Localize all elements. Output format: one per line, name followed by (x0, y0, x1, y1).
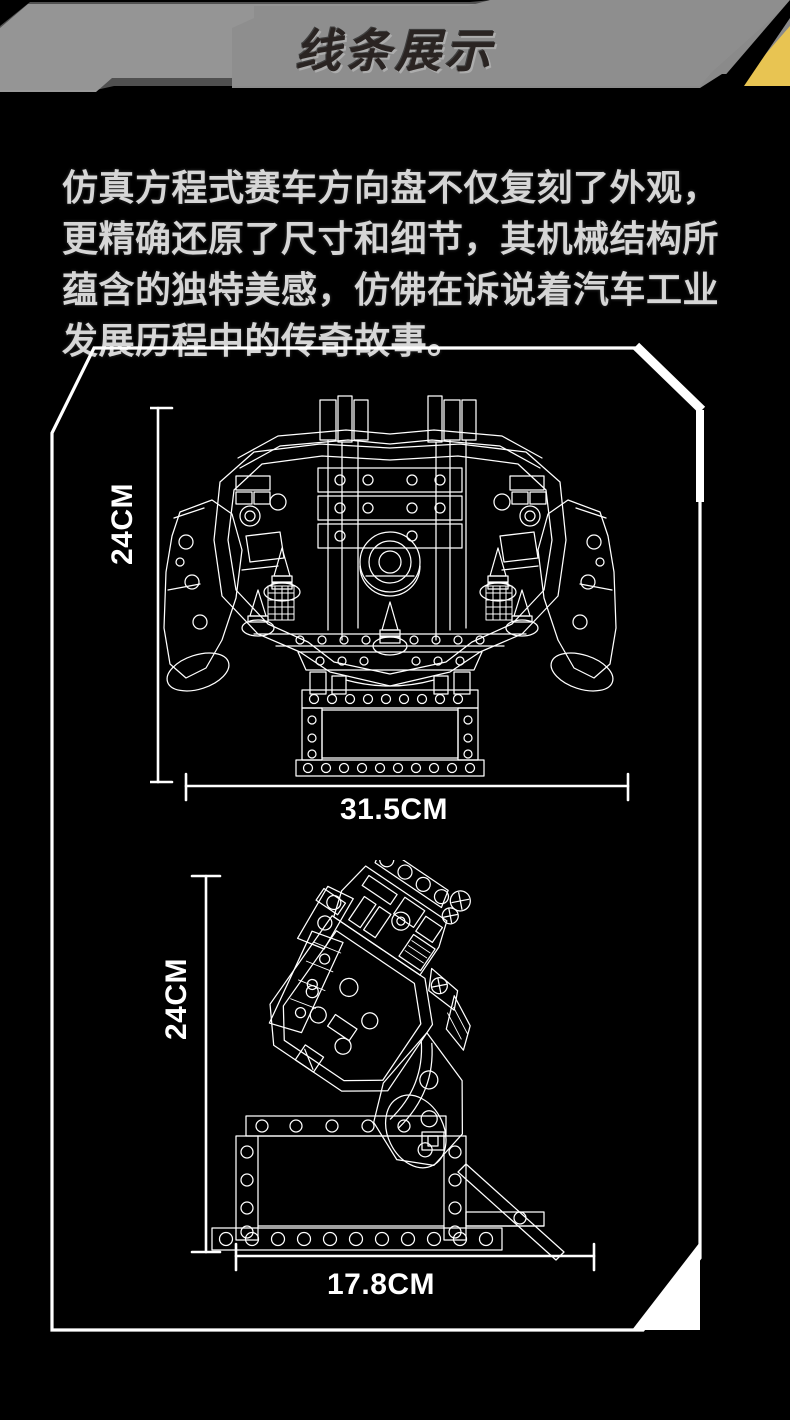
stand-base-studs (218, 1231, 494, 1247)
dimension-label-front-height: 24CM (106, 482, 139, 565)
banner-body (0, 0, 790, 90)
stand-base-plate (211, 1227, 503, 1251)
header-banner: 线条展示 (0, 0, 790, 104)
frame-corner-topright-accent (632, 342, 706, 414)
stand-right-column (443, 1135, 467, 1241)
stand-right-studs (448, 1145, 462, 1239)
stud-row-lower2 (315, 656, 465, 666)
stand-left-column (235, 1135, 259, 1241)
knob-upper-right (479, 547, 517, 602)
frame-corner-bottomright-triangle (632, 1242, 700, 1330)
header-banner-shape (0, 0, 790, 92)
stand-left-studs (240, 1145, 254, 1239)
description-paragraph: 仿真方程式赛车方向盘不仅复刻了外观，更精确还原了尺寸和细节，其机械结构所蕴含的独… (62, 167, 720, 361)
side-view-geometry (211, 860, 565, 1261)
knob-lower-center (372, 601, 408, 656)
column-side-studs (307, 715, 473, 759)
drawing-side-view (190, 860, 596, 1272)
drawing-front-view (150, 395, 630, 802)
dimension-width-front (184, 772, 630, 802)
banner-accent-slash (716, 0, 790, 86)
frame-outline (50, 346, 702, 1332)
knob-lower-left (241, 589, 275, 637)
base-stud-row (302, 762, 476, 774)
drawing-frame (50, 342, 706, 1332)
stud-row-lower (295, 635, 485, 645)
stand-top-studs (255, 1119, 411, 1133)
column-stud-row (308, 693, 464, 705)
stand-top-plate (245, 1115, 447, 1137)
front-view-geometry (163, 395, 617, 777)
dimension-label-side-height: 24CM (160, 957, 193, 1040)
dimension-label-front-width: 31.5CM (340, 793, 449, 826)
dimension-height-front (150, 406, 174, 784)
dimension-label-side-width: 17.8CM (327, 1268, 436, 1301)
dimension-height-side (190, 874, 222, 1254)
stand-rear-strut (457, 1163, 565, 1261)
dimension-width-side (234, 1242, 596, 1272)
